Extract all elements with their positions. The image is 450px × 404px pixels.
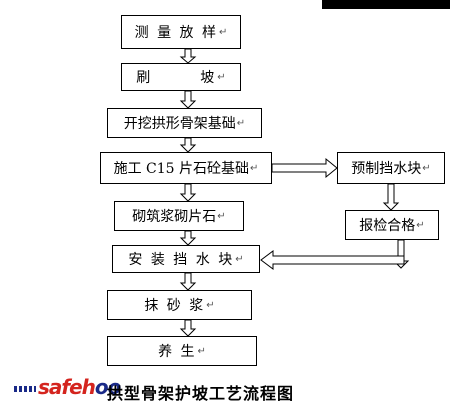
step-label: 施工 C15 片石砼基础 bbox=[113, 161, 250, 177]
down-arrow-icon bbox=[382, 183, 400, 211]
step-masonry: 砌筑浆砌片石↵ bbox=[114, 201, 244, 231]
paragraph-mark-icon: ↵ bbox=[217, 210, 226, 222]
step-install-water-block: 安 装 挡 水 块↵ bbox=[112, 245, 260, 273]
down-arrow-icon bbox=[179, 90, 197, 109]
left-arrow-icon bbox=[260, 250, 405, 270]
top-dark-bar bbox=[322, 0, 450, 9]
paragraph-mark-icon: ↵ bbox=[197, 345, 206, 357]
figure-caption: 拱型骨架护坡工艺流程图 bbox=[107, 384, 295, 403]
paragraph-mark-icon: ↵ bbox=[206, 299, 215, 311]
step-curing: 养 生↵ bbox=[107, 336, 257, 366]
paragraph-mark-icon: ↵ bbox=[416, 219, 425, 231]
step-label: 测 量 放 样 bbox=[134, 25, 218, 41]
paragraph-mark-icon: ↵ bbox=[250, 162, 259, 174]
down-arrow-icon bbox=[179, 183, 197, 202]
step-label: 预制挡水块 bbox=[351, 161, 422, 177]
paragraph-mark-icon: ↵ bbox=[422, 162, 431, 174]
step-label: 砌筑浆砌片石 bbox=[132, 209, 217, 225]
paragraph-mark-icon: ↵ bbox=[235, 253, 244, 265]
safehoo-watermark: safehoo bbox=[14, 375, 126, 399]
step-plaster: 抹 砂 浆↵ bbox=[107, 290, 252, 320]
step-label: 刷 坡 bbox=[136, 70, 217, 86]
right-arrow-icon bbox=[271, 157, 338, 179]
step-label: 安 装 挡 水 块 bbox=[128, 252, 235, 268]
step-survey-layout: 测 量 放 样↵ bbox=[121, 15, 241, 49]
down-arrow-icon bbox=[179, 137, 197, 153]
dots-decoration bbox=[14, 386, 36, 392]
step-prefab-water-block: 预制挡水块↵ bbox=[337, 152, 445, 184]
paragraph-mark-icon: ↵ bbox=[218, 26, 228, 38]
paragraph-mark-icon: ↵ bbox=[236, 117, 246, 129]
down-arrow-icon bbox=[179, 272, 197, 291]
brand-logo: safehoo bbox=[38, 375, 121, 399]
paragraph-mark-icon: ↵ bbox=[217, 71, 226, 83]
step-excavate-foundation: 开挖拱形骨架基础↵ bbox=[107, 108, 262, 138]
step-trim-slope: 刷 坡↵ bbox=[121, 63, 241, 91]
down-arrow-icon bbox=[179, 319, 197, 337]
down-arrow-icon bbox=[179, 230, 197, 246]
step-label: 抹 砂 浆 bbox=[144, 298, 206, 314]
step-label: 开挖拱形骨架基础 bbox=[123, 116, 236, 132]
step-label: 报检合格 bbox=[359, 218, 416, 234]
step-label: 养 生 bbox=[158, 344, 197, 360]
down-arrow-icon bbox=[179, 48, 197, 64]
step-inspection-pass: 报检合格↵ bbox=[345, 210, 439, 240]
